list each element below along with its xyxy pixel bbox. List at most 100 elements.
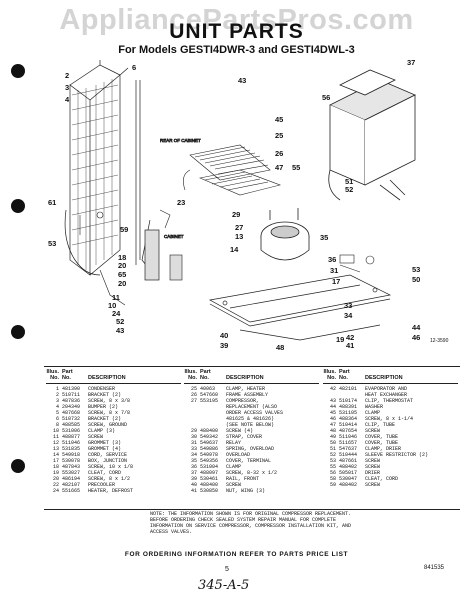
svg-text:20: 20 — [118, 279, 126, 288]
illus-number: 53 — [329, 458, 336, 464]
svg-text:31: 31 — [330, 266, 338, 275]
illus-number: 49 — [329, 434, 336, 440]
condenser-illustration — [64, 60, 129, 276]
svg-text:47: 47 — [275, 163, 283, 172]
part-description: SCREW — [365, 428, 381, 434]
illus-number: 59 — [329, 482, 336, 488]
part-number: 488402 — [339, 464, 358, 470]
parts-row: (SEE NOTE BELOW) — [184, 422, 319, 428]
part-number: 530461 — [200, 476, 219, 482]
part-description: SCREW — [365, 458, 381, 464]
svg-text:3: 3 — [65, 83, 69, 92]
illus-number: 31 — [190, 440, 197, 446]
svg-text:43: 43 — [116, 326, 124, 335]
part-number: 482107 — [62, 482, 81, 488]
cabinet-rear-illustration: REAR OF CABINET CABINET — [135, 80, 201, 281]
illus-number: 20 — [52, 476, 59, 482]
illus-number: 58 — [329, 476, 336, 482]
part-description: SCREW — [226, 482, 242, 488]
svg-text:29: 29 — [232, 210, 240, 219]
svg-text:13: 13 — [235, 232, 243, 241]
part-number: 530047 — [339, 476, 358, 482]
part-number: 505017 — [339, 470, 358, 476]
illus-number: 26 — [190, 392, 197, 398]
part-description: EVAPORATOR AND — [365, 386, 408, 392]
compressor-note: NOTE: THE INFORMATION SHOWN IS FOR ORIGI… — [150, 511, 352, 535]
illus-number: 33 — [190, 446, 197, 452]
part-number: 511046 — [339, 434, 358, 440]
part-description: SCREW — [365, 482, 381, 488]
frame-assembly-illustration — [208, 274, 392, 341]
part-number: 549637 — [200, 440, 219, 446]
illus-number: 46 — [329, 416, 336, 422]
illus-number: 42 — [329, 386, 336, 392]
part-description: COMPRESSOR, — [226, 398, 260, 404]
part-number: 530078 — [62, 458, 81, 464]
part-number: 487661 — [339, 458, 358, 464]
illus-number: 18 — [52, 464, 59, 470]
part-number: 488402 — [339, 482, 358, 488]
illus-number: 30 — [190, 434, 197, 440]
part-description: SCREW, 8 x 3/8 — [88, 398, 131, 404]
part-number: 487843 — [62, 464, 81, 470]
illus-number: 40 — [190, 482, 197, 488]
svg-text:52: 52 — [116, 317, 124, 326]
part-number: 488585 — [62, 422, 81, 428]
cabinet-label: CABINET — [164, 234, 184, 239]
svg-text:39: 39 — [220, 341, 228, 350]
illus-number: 47 — [329, 422, 336, 428]
svg-text:36: 36 — [328, 255, 336, 264]
svg-text:51: 51 — [345, 177, 353, 186]
part-description: BRACKET (2) — [88, 392, 122, 398]
binder-hole — [11, 325, 25, 339]
exploded-parts-diagram: REAR OF CABINET CABINET — [48, 60, 421, 352]
part-description: ORDER ACCESS VALVES — [226, 410, 284, 416]
svg-text:25: 25 — [275, 131, 283, 140]
part-number: 487836 — [62, 398, 81, 404]
part-number: 531004 — [200, 464, 219, 470]
part-description: BOX, JUNCTION — [88, 458, 128, 464]
binder-hole — [11, 459, 25, 473]
part-number: 531105 — [339, 410, 358, 416]
part-number: 549918 — [62, 452, 81, 458]
part-description: SLEEVE RESTRICTOR (2) — [365, 452, 429, 458]
svg-text:37: 37 — [407, 60, 415, 67]
part-description: NUT, WING (3) — [226, 488, 266, 494]
part-description: CLEAT, CORD — [365, 476, 399, 482]
part-description: SCREW, 8-32 x 1/2 — [226, 470, 278, 476]
part-number: 553027 — [62, 470, 81, 476]
illus-number: 10 — [52, 428, 59, 434]
svg-text:43: 43 — [238, 76, 246, 85]
svg-text:20: 20 — [118, 261, 126, 270]
illus-number: 5 — [55, 410, 59, 416]
svg-text:55: 55 — [292, 163, 300, 172]
svg-text:26: 26 — [275, 149, 283, 158]
illus-number: 43 — [329, 398, 336, 404]
part-number: 510732 — [62, 416, 81, 422]
part-description: WASHER — [365, 404, 384, 410]
part-description: CLAMP (3) — [88, 428, 116, 434]
svg-text:19: 19 — [336, 335, 344, 344]
part-description: COVER, TUBE — [365, 440, 399, 446]
